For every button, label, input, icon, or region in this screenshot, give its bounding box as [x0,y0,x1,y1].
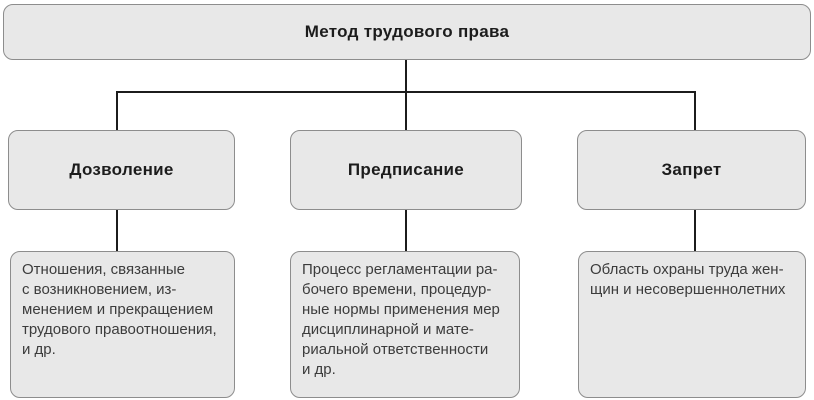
branch-label: Предписание [347,160,465,179]
node-desc-predpisanie: Процесс регламентации ра- бочего времени… [290,251,520,398]
connector-branch1-desc [116,210,118,251]
node-root: Метод трудового права [3,4,811,60]
node-branch-dozvolenie: Дозволение [8,130,235,210]
node-branch-predpisanie: Предписание [290,130,522,210]
connector-root-stem [405,60,407,130]
branch-description: Область охраны труда жен- щин и несоверш… [590,261,786,298]
node-desc-dozvolenie: Отношения, связанные с возникновением, и… [10,251,235,398]
connector-drop-right [694,91,696,130]
branch-description: Отношения, связанные с возникновением, и… [22,261,217,358]
branch-label: Дозволение [69,160,174,179]
connector-branch3-desc [694,210,696,251]
connector-branch2-desc [405,210,407,251]
branch-description: Процесс регламентации ра- бочего времени… [302,261,500,378]
connector-drop-left [116,91,118,130]
root-label: Метод трудового права [304,22,510,41]
node-branch-zapret: Запрет [577,130,806,210]
node-desc-zapret: Область охраны труда жен- щин и несоверш… [578,251,806,398]
branch-label: Запрет [661,160,722,179]
connector-horizontal-bar [116,91,696,93]
